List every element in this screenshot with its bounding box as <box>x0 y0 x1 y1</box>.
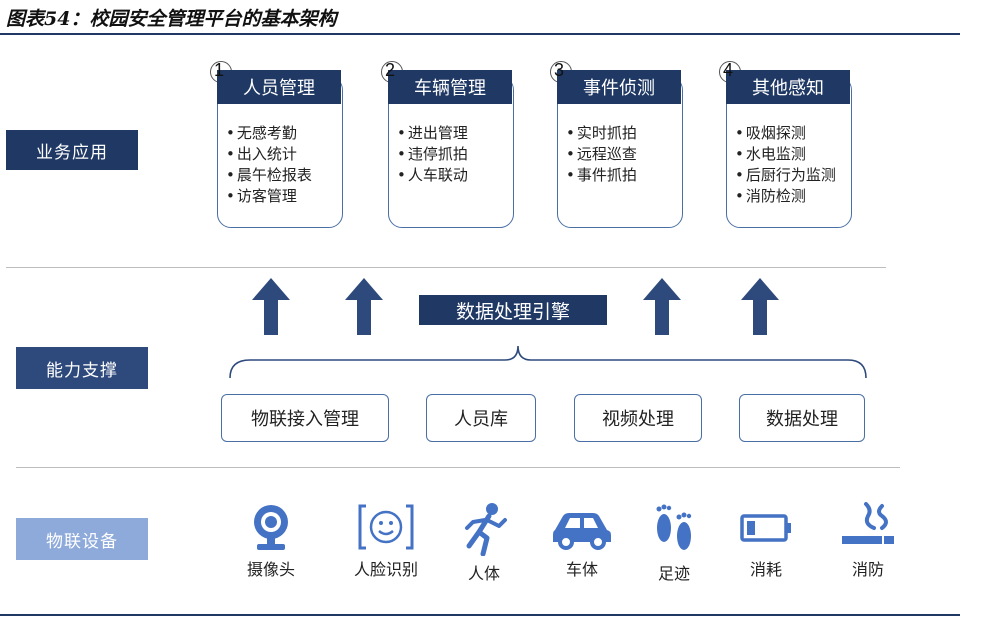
figure-title: 图表54：校园安全管理平台的基本架构 <box>6 8 337 30</box>
device-label: 人脸识别 <box>353 560 418 579</box>
device-fire: 消防 <box>823 502 913 580</box>
footprints-icon <box>656 504 692 550</box>
device-label: 消防 <box>851 560 884 579</box>
list-item: 无感考勤 <box>226 123 312 144</box>
list-item: 出入统计 <box>226 144 312 165</box>
webcam-icon <box>254 505 288 550</box>
device-consumption: 消耗 <box>721 502 811 580</box>
up-arrow-icon <box>741 278 779 335</box>
device-face: 人脸识别 <box>341 502 431 580</box>
up-arrow-icon <box>252 278 290 335</box>
layer-label-capability: 能力支撑 <box>16 347 148 389</box>
separator-line <box>16 467 900 468</box>
card-event-title: 事件侦测 <box>557 70 681 104</box>
card-personnel-title: 人员管理 <box>217 70 341 104</box>
up-arrow-icon <box>643 278 681 335</box>
device-footprints: 足迹 <box>629 502 719 584</box>
up-arrow-icon <box>345 278 383 335</box>
card-vehicle-title: 车辆管理 <box>388 70 512 104</box>
layer-label-devices: 物联设备 <box>16 518 148 560</box>
list-item: 人车联动 <box>397 165 468 186</box>
list-item: 后厨行为监测 <box>735 165 836 186</box>
list-item: 消防检测 <box>735 186 836 207</box>
card-vehicle-items: 进出管理 违停抓拍 人车联动 <box>397 123 468 186</box>
bottom-rule <box>0 614 960 616</box>
list-item: 进出管理 <box>397 123 468 144</box>
device-label: 车体 <box>565 560 598 579</box>
device-car: 车体 <box>537 502 627 580</box>
capability-iot-access: 物联接入管理 <box>221 394 389 442</box>
card-other-items: 吸烟探测 水电监测 后厨行为监测 消防检测 <box>735 123 836 207</box>
list-item: 违停抓拍 <box>397 144 468 165</box>
card-personnel-items: 无感考勤 出入统计 晨午检报表 访客管理 <box>226 123 312 207</box>
running-person-icon <box>465 503 507 556</box>
capability-data-processing: 数据处理 <box>739 394 865 442</box>
battery-icon <box>740 514 791 542</box>
device-label: 人体 <box>467 564 500 583</box>
list-item: 水电监测 <box>735 144 836 165</box>
layer-label-business: 业务应用 <box>6 130 138 170</box>
device-label: 足迹 <box>657 564 690 583</box>
smoking-icon <box>842 502 894 544</box>
curly-brace <box>229 345 867 379</box>
data-engine-label: 数据处理引擎 <box>419 295 607 325</box>
device-camera: 摄像头 <box>226 502 316 580</box>
separator-line <box>6 267 886 268</box>
device-body: 人体 <box>439 502 529 584</box>
top-rule <box>0 33 960 35</box>
device-label: 消耗 <box>749 560 782 579</box>
list-item: 实时抓拍 <box>566 123 637 144</box>
device-label: 摄像头 <box>246 560 295 579</box>
face-recognition-icon <box>358 504 414 550</box>
card-other-title: 其他感知 <box>726 70 850 104</box>
list-item: 远程巡查 <box>566 144 637 165</box>
list-item: 访客管理 <box>226 186 312 207</box>
capability-person-db: 人员库 <box>426 394 536 442</box>
card-event-items: 实时抓拍 远程巡查 事件抓拍 <box>566 123 637 186</box>
list-item: 吸烟探测 <box>735 123 836 144</box>
list-item: 事件抓拍 <box>566 165 637 186</box>
capability-video-processing: 视频处理 <box>574 394 702 442</box>
list-item: 晨午检报表 <box>226 165 312 186</box>
car-icon <box>553 513 611 550</box>
